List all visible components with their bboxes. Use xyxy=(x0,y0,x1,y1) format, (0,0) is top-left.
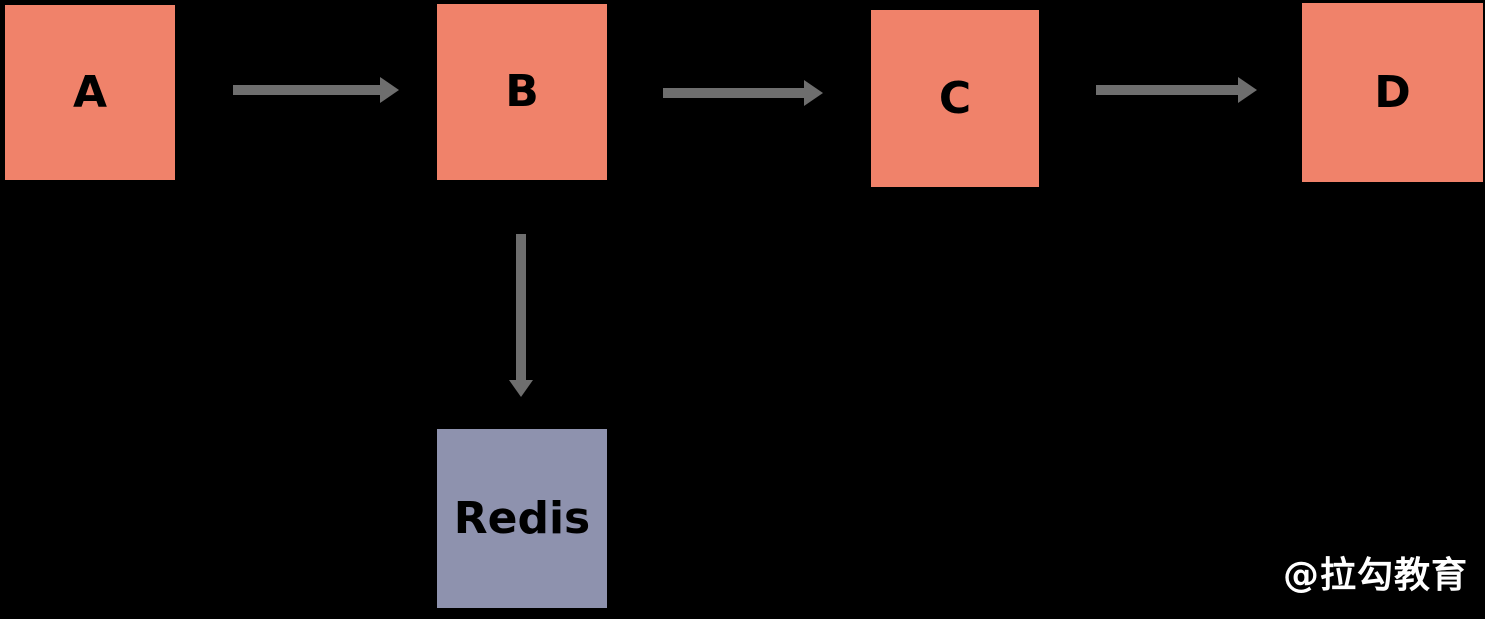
node-c-label: C xyxy=(938,72,972,124)
arrow-c-to-d-shaft xyxy=(1096,85,1239,95)
node-b: B xyxy=(437,4,607,180)
arrow-right-icon xyxy=(380,77,399,103)
node-d: D xyxy=(1302,3,1483,182)
watermark: @拉勾教育 xyxy=(1283,555,1469,596)
arrow-a-to-b-shaft xyxy=(233,85,381,95)
arrow-b-to-c-shaft xyxy=(663,88,805,98)
node-c: C xyxy=(871,10,1039,187)
node-redis-label: Redis xyxy=(453,492,591,544)
node-redis: Redis xyxy=(437,429,607,608)
node-a-label: A xyxy=(72,66,108,118)
node-a: A xyxy=(5,5,175,180)
arrow-b-to-redis-shaft xyxy=(516,234,526,381)
node-b-label: B xyxy=(505,66,539,117)
arrow-right-icon xyxy=(804,80,823,106)
arrow-down-icon xyxy=(509,380,533,397)
node-d-label: D xyxy=(1374,66,1411,118)
arrow-right-icon xyxy=(1238,77,1257,103)
